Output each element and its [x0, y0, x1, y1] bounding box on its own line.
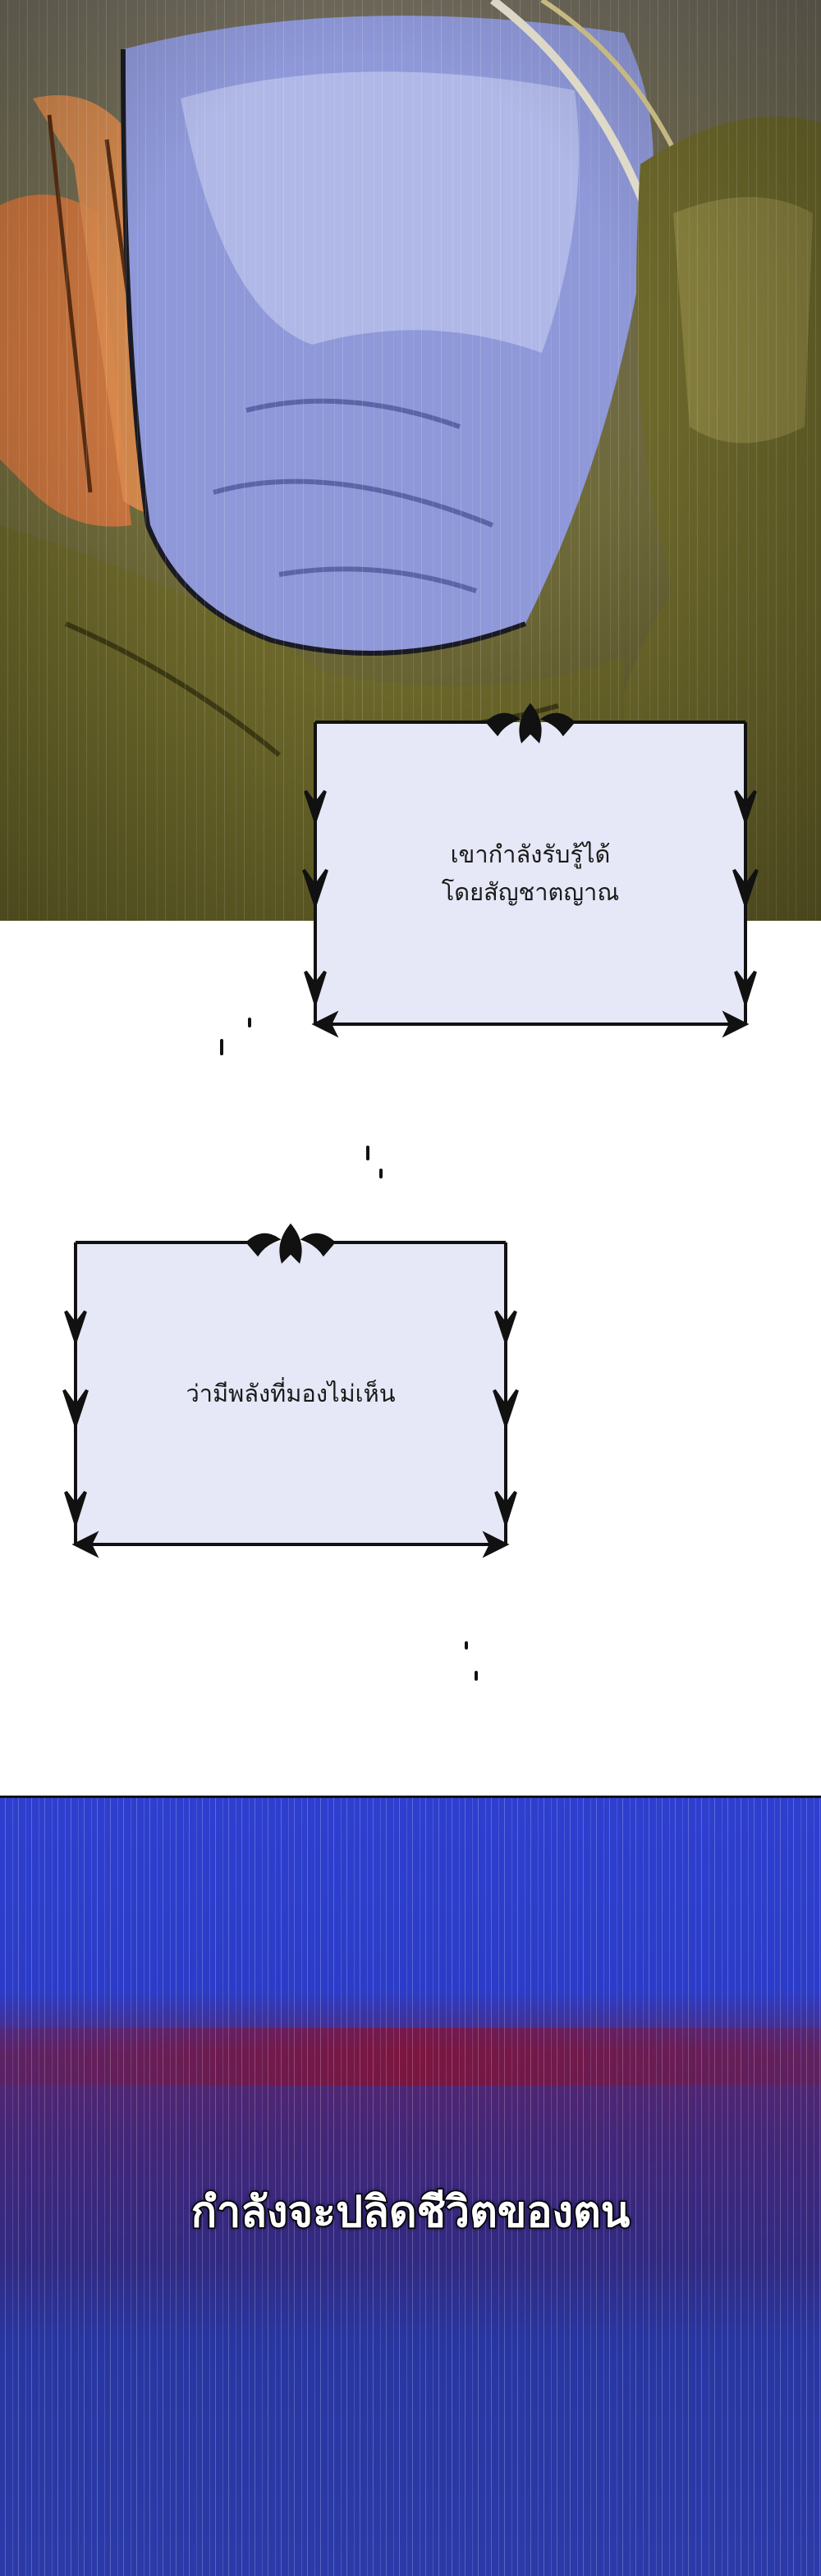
- caption-text-2: ว่ามีพลังที่มองไม่เห็น: [186, 1380, 396, 1407]
- caption-text-1: เขากำลังรับรู้ได้ โดยสัญชาตญาณ: [441, 840, 620, 906]
- ink-speck: [248, 1018, 251, 1027]
- ink-speck: [366, 1146, 369, 1160]
- ink-speck: [379, 1169, 383, 1178]
- caption-box-2: ว่ามีพลังที่มองไม่เห็น: [62, 1223, 519, 1558]
- robe-folds: [213, 398, 494, 593]
- caption-box-1: เขากำลังรับรู้ได้ โดยสัญชาตญาณ: [302, 702, 759, 1038]
- ink-speck: [220, 1039, 223, 1055]
- armor-plate: [673, 197, 813, 443]
- robe-outline: [121, 48, 527, 656]
- ink-speck: [465, 1641, 468, 1649]
- ink-speck: [475, 1671, 478, 1681]
- speedline-panel-bottom: กำลังจะปลิดชีวิตของตน: [0, 1796, 821, 2576]
- robe-highlight: [181, 71, 579, 353]
- speed-lines: [0, 1798, 821, 2576]
- blood-streak: [0, 2028, 821, 2085]
- rope-detail: [47, 114, 93, 493]
- shout-text: กำลังจะปลิดชีวิตของตน: [190, 2187, 631, 2239]
